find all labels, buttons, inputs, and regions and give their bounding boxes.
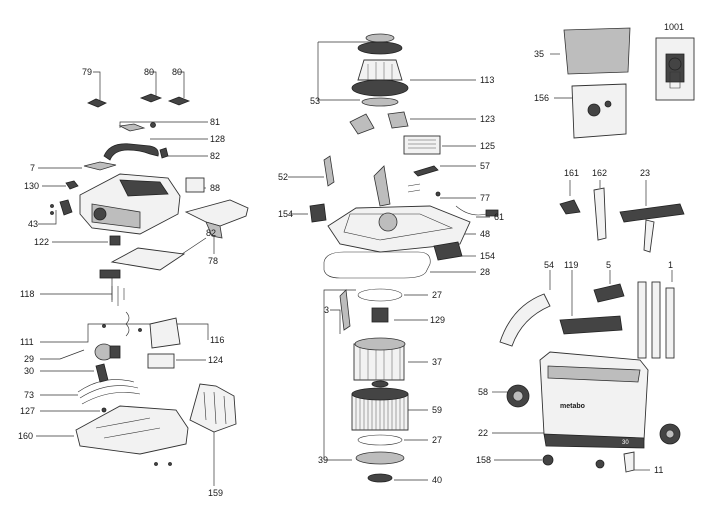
callout-128: 128 (210, 134, 225, 144)
callout-154: 154 (278, 209, 293, 219)
callout-61: 61 (494, 212, 504, 222)
callout-28: 28 (480, 267, 490, 277)
callout-118: 118 (20, 289, 34, 299)
callout-35: 35 (534, 49, 544, 59)
callout-3: 3 (324, 305, 329, 315)
callout-156: 156 (534, 93, 549, 103)
callout-82: 82 (206, 228, 216, 238)
callout-116: 116 (210, 335, 224, 345)
callout-48: 48 (480, 229, 490, 239)
callout-22: 22 (478, 428, 488, 438)
brand-logo: metabo (560, 403, 585, 410)
callout-162: 162 (592, 168, 607, 178)
callout-161: 161 (564, 168, 579, 178)
callout-122: 122 (34, 237, 49, 247)
callout-43: 43 (28, 219, 38, 229)
callout-129: 129 (430, 315, 445, 325)
callout-53: 53 (310, 96, 320, 106)
callout-27: 27 (432, 290, 442, 300)
callout-79: 79 (82, 67, 92, 77)
callout-54: 54 (544, 260, 554, 270)
callout-158: 158 (476, 455, 491, 465)
callout-labels: 79 80 80 81 128 82 7 130 88 43 122 82 78… (18, 22, 684, 498)
callout-52: 52 (278, 172, 288, 182)
callout-77: 77 (480, 193, 490, 203)
middle-assembly (288, 33, 499, 483)
callout-59: 59 (432, 405, 442, 415)
callout-39: 39 (318, 455, 328, 465)
callout-125: 125 (480, 141, 495, 151)
callout-57: 57 (480, 161, 490, 171)
callout-82: 82 (210, 151, 220, 161)
callout-30: 30 (24, 366, 34, 376)
callout-7: 7 (30, 163, 35, 173)
callout-29: 29 (24, 354, 34, 364)
callout-23: 23 (640, 168, 650, 178)
callout-119: 119 (564, 260, 578, 270)
left-assembly (36, 71, 249, 486)
callout-124: 124 (208, 355, 223, 365)
callout-40: 40 (432, 475, 442, 485)
callout-130: 130 (24, 181, 39, 191)
callout-81: 81 (210, 117, 220, 127)
callout-88: 88 (210, 183, 220, 193)
callout-80: 80 (144, 67, 154, 77)
callout-11: 11 (654, 465, 663, 475)
callout-5: 5 (606, 260, 611, 270)
callout-111: 111 (20, 337, 34, 347)
capacity-mark: 30 (622, 440, 629, 446)
callout-27: 27 (432, 435, 442, 445)
callout-160: 160 (18, 431, 33, 441)
callout-73: 73 (24, 390, 34, 400)
callout-80: 80 (172, 67, 182, 77)
right-assembly: metabo 30 (492, 27, 695, 473)
callout-113: 113 (480, 75, 494, 85)
callout-1: 1 (668, 260, 673, 270)
callout-159: 159 (208, 488, 223, 498)
callout-37: 37 (432, 357, 442, 367)
callout-1001: 1001 (664, 22, 684, 32)
callout-78: 78 (208, 256, 218, 266)
callout-154: 154 (480, 251, 495, 261)
callout-123: 123 (480, 114, 495, 124)
callout-58: 58 (478, 387, 488, 397)
callout-127: 127 (20, 406, 35, 416)
